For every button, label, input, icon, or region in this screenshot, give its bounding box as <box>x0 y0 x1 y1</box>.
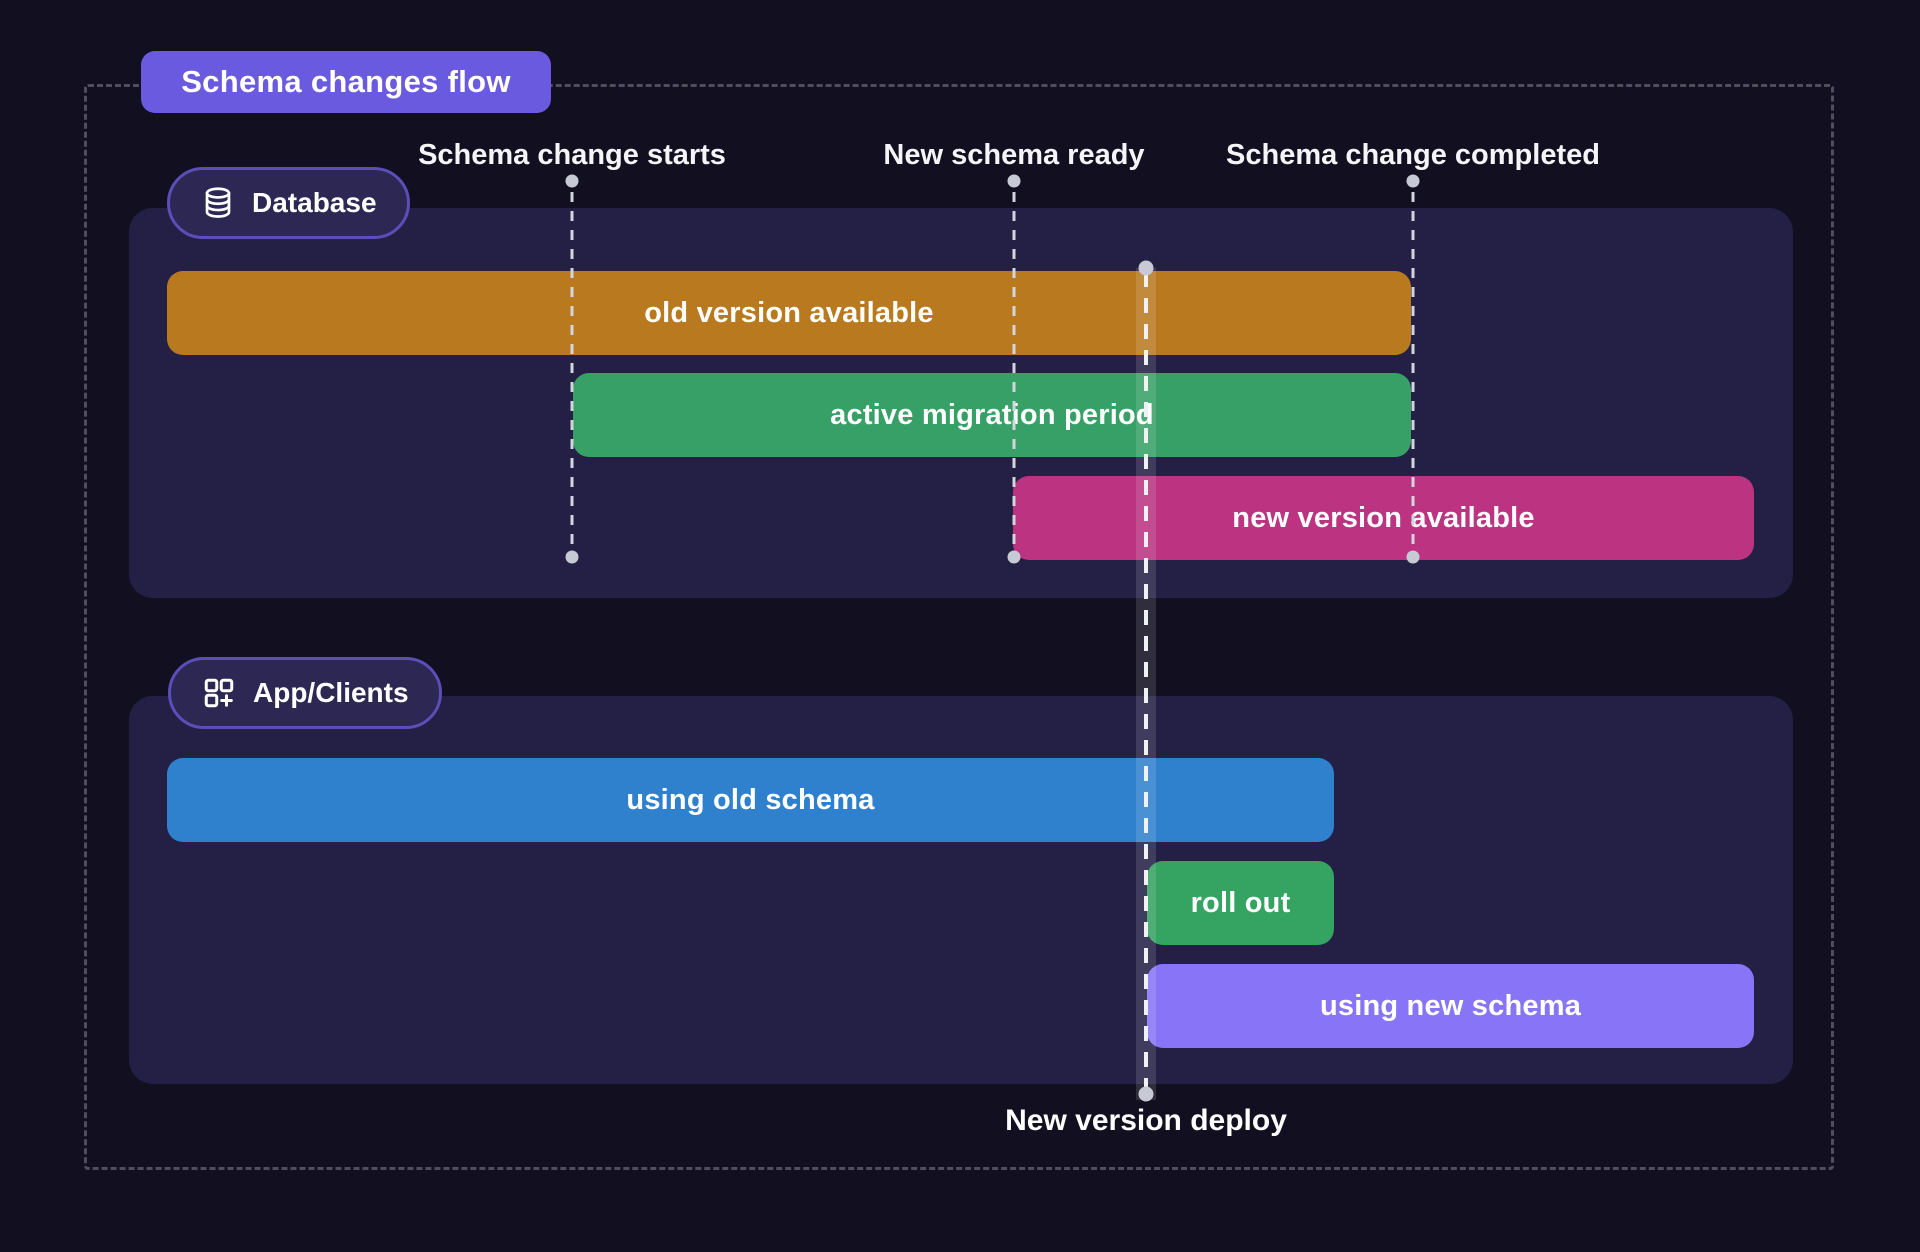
diagram-title-badge: Schema changes flow <box>141 51 551 113</box>
bar-new-version-available: new version available <box>1013 476 1754 560</box>
app-clients-section-label: App/Clients <box>253 677 409 708</box>
milestone-label-schema-change-completed: Schema change completed <box>1226 139 1600 171</box>
bar-new-schema-label: using new schema <box>1319 989 1582 1022</box>
milestone-label-new-schema-ready: New schema ready <box>883 139 1145 171</box>
bar-active-migration-period: active migration period <box>573 373 1411 457</box>
milestone-label-schema-change-starts: Schema change starts <box>418 139 726 171</box>
milestone-line-schema-change-completed <box>1411 192 1415 550</box>
milestone-line-schema-change-starts <box>570 192 574 550</box>
diagram-title: Schema changes flow <box>181 64 511 99</box>
bar-using-old-schema: using old schema <box>167 758 1334 842</box>
bar-old-version-label: old version available <box>644 296 934 329</box>
bar-roll-out: roll out <box>1147 861 1334 945</box>
bar-using-new-schema: using new schema <box>1147 964 1754 1048</box>
app-clients-section-pill: App/Clients <box>168 657 442 729</box>
bar-new-version-label: new version available <box>1232 501 1535 534</box>
milestone-dot-bottom-starts <box>565 550 579 564</box>
database-section-pill: Database <box>167 167 410 239</box>
apps-add-icon <box>201 675 237 711</box>
deploy-marker-dot-top <box>1138 260 1154 276</box>
deploy-marker-line <box>1144 272 1148 1090</box>
milestone-dot-top-starts <box>565 174 579 188</box>
deploy-marker-label: New version deploy <box>1005 1104 1287 1137</box>
bar-old-version-available: old version available <box>167 271 1411 355</box>
milestone-dot-top-ready <box>1007 174 1021 188</box>
milestone-dot-bottom-completed <box>1406 550 1420 564</box>
database-section-label: Database <box>252 187 377 218</box>
milestone-dot-top-completed <box>1406 174 1420 188</box>
milestone-line-new-schema-ready <box>1012 192 1016 550</box>
deploy-marker-dot-bottom <box>1138 1086 1154 1102</box>
milestone-dot-bottom-ready <box>1007 550 1021 564</box>
bar-migration-label: active migration period <box>830 398 1154 431</box>
database-icon <box>200 185 236 221</box>
bar-old-schema-label: using old schema <box>626 783 875 816</box>
bar-roll-out-label: roll out <box>1190 886 1291 919</box>
dashed-frame <box>84 84 1834 1170</box>
